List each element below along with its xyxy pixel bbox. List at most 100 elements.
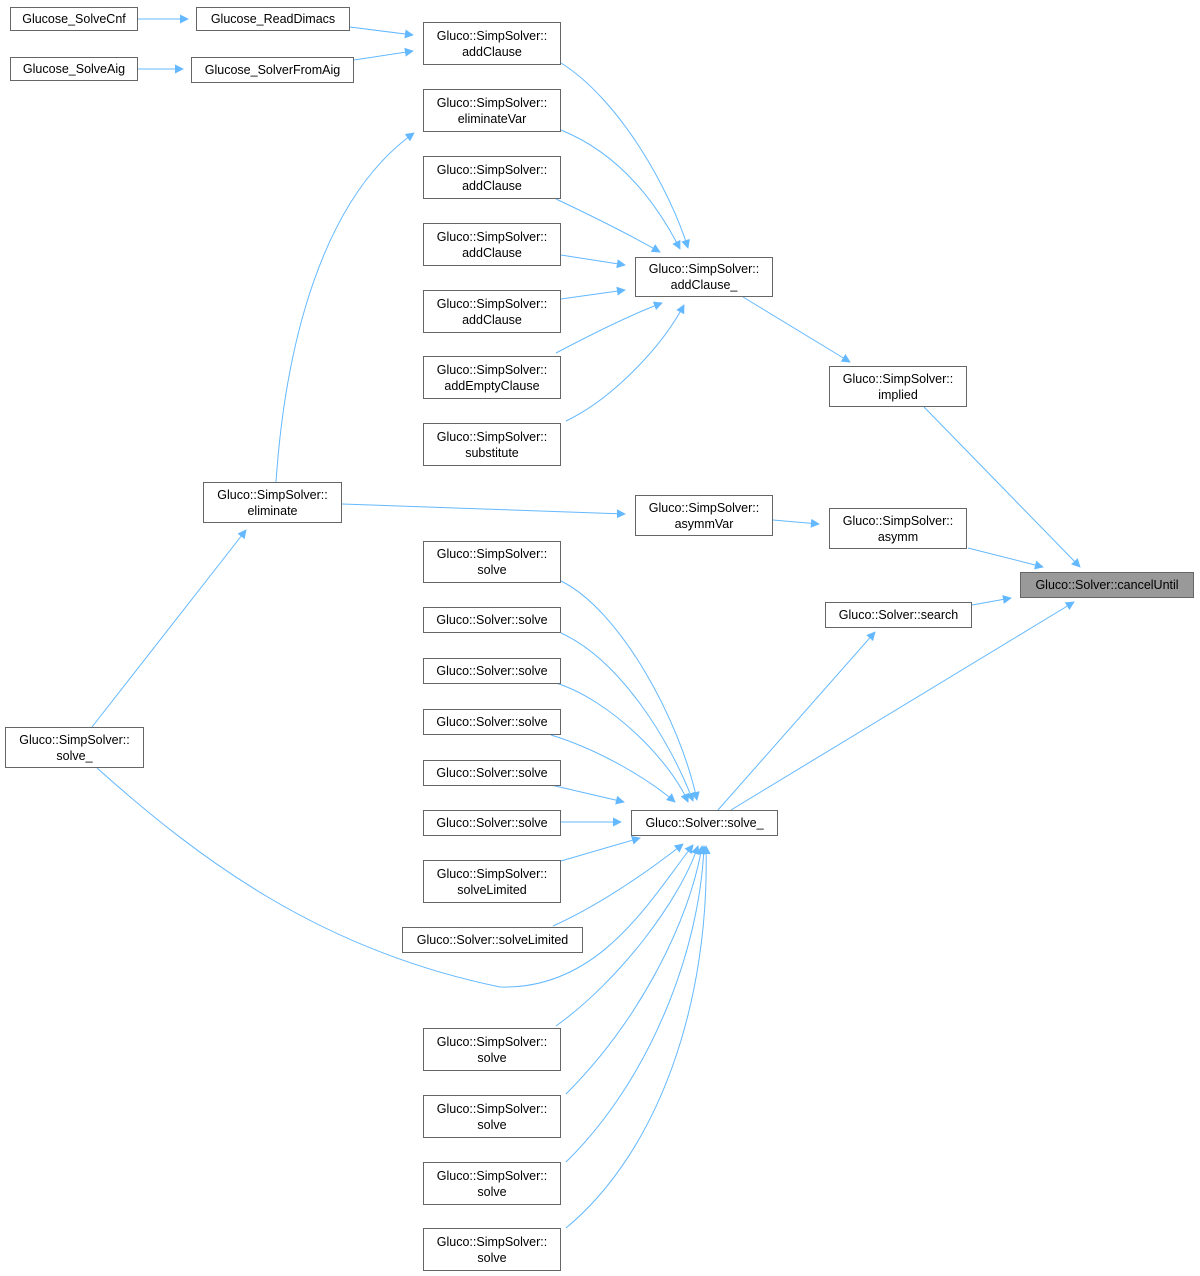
edge-addClause3-to-addClause_ — [560, 254, 626, 269]
node-label: Gluco::SimpSolver:: — [436, 95, 548, 110]
edge-solveLimited2-to-solve_ — [552, 843, 684, 927]
edge-solve_-to-search — [717, 631, 876, 811]
node-label: Gluco::SimpSolver:: — [436, 866, 548, 881]
node-solveCnf[interactable]: Glucose_SolveCnf — [10, 7, 138, 31]
node-asymmVar[interactable]: Gluco::SimpSolver::asymmVar — [635, 495, 773, 536]
node-label: asymmVar — [674, 516, 734, 531]
node-readDimacs[interactable]: Glucose_ReadDimacs — [196, 7, 350, 31]
edge-ssolve4-to-solve_ — [565, 845, 709, 1163]
node-label: Gluco::Solver::solve — [436, 715, 548, 729]
node-label: Gluco::SimpSolver:: — [648, 262, 760, 276]
node-label: solve — [477, 1184, 507, 1199]
node-label: Gluco::SimpSolver:: — [217, 487, 328, 502]
node-solveAig[interactable]: Glucose_SolveAig — [10, 57, 138, 81]
node-label: Glucose_SolverFromAig — [204, 63, 341, 77]
node-label: implied — [878, 387, 918, 402]
edge-asymm-to-cancelUntil — [967, 547, 1044, 570]
node-label: Gluco::SimpSolver:: — [842, 371, 954, 386]
edge-addClause2-to-addClause_ — [555, 198, 661, 253]
edge-eliminate-to-elimVar — [275, 132, 415, 483]
node-label: addClause — [462, 245, 522, 260]
node-label: Gluco::SimpSolver:: — [436, 547, 548, 561]
edge-solverFromAig-to-addClause1 — [353, 47, 414, 61]
node-label: Gluco::SimpSolver:: — [436, 1234, 548, 1249]
node-ssolve1[interactable]: Gluco::SimpSolver::solve — [423, 541, 561, 583]
node-addClause2[interactable]: Gluco::SimpSolver::addClause — [423, 156, 561, 199]
node-label: solve — [477, 1250, 507, 1265]
edge-implied-to-cancelUntil — [923, 406, 1081, 568]
node-ssolve5[interactable]: Gluco::SimpSolver::solve — [423, 1228, 561, 1271]
edge-ssolve1-to-solve_ — [560, 580, 700, 801]
edge-addClause4-to-addClause_ — [560, 286, 626, 300]
node-solveD[interactable]: Gluco::Solver::solve — [423, 760, 561, 786]
node-label: Gluco::Solver::solve — [436, 664, 548, 678]
node-implied[interactable]: Gluco::SimpSolver::implied — [829, 366, 967, 407]
node-label: substitute — [465, 445, 519, 460]
node-label: eliminate — [247, 503, 298, 518]
node-label: addClause — [462, 312, 522, 327]
node-solveE[interactable]: Gluco::Solver::solve — [423, 810, 561, 836]
node-addClause3[interactable]: Gluco::SimpSolver::addClause — [423, 223, 561, 266]
node-label: Gluco::Solver::cancelUntil — [1035, 578, 1179, 592]
node-simpSolve_[interactable]: Gluco::SimpSolver::solve_ — [5, 727, 144, 768]
node-ssolve3[interactable]: Gluco::SimpSolver::solve — [423, 1095, 561, 1138]
node-label: Gluco::Solver::solve — [436, 816, 548, 830]
node-search[interactable]: Gluco::Solver::search — [825, 602, 972, 628]
node-label: Glucose_SolveCnf — [22, 12, 126, 26]
node-label: Glucose_ReadDimacs — [210, 12, 336, 26]
node-substitute[interactable]: Gluco::SimpSolver::substitute — [423, 423, 561, 466]
edge-ssolve3-to-solve_ — [565, 845, 706, 1095]
node-addClause_[interactable]: Gluco::SimpSolver::addClause_ — [635, 257, 773, 297]
node-label: Gluco::SimpSolver:: — [436, 296, 548, 311]
node-ssolve4[interactable]: Gluco::SimpSolver::solve — [423, 1162, 561, 1205]
node-label: solveLimited — [457, 882, 527, 897]
node-label: addEmptyClause — [444, 378, 540, 393]
node-label: Gluco::SimpSolver:: — [436, 1168, 548, 1183]
node-label: Gluco::SimpSolver:: — [436, 429, 548, 444]
edge-addClause_-to-implied — [742, 296, 851, 363]
node-solveB[interactable]: Gluco::Solver::solve — [423, 658, 561, 684]
node-solveA[interactable]: Gluco::Solver::solve — [423, 607, 561, 633]
node-label: Gluco::SimpSolver:: — [19, 732, 130, 747]
node-addClause4[interactable]: Gluco::SimpSolver::addClause — [423, 290, 561, 333]
node-solveC[interactable]: Gluco::Solver::solve — [423, 709, 561, 735]
node-label: Gluco::Solver::solveLimited — [416, 933, 569, 947]
edge-simpSolve_-to-eliminate — [91, 529, 247, 728]
edge-ssolve5-to-solve_ — [565, 845, 711, 1229]
node-label: Gluco::SimpSolver:: — [436, 28, 548, 43]
node-label: Gluco::Solver::search — [838, 608, 959, 622]
node-label: solve_ — [56, 748, 93, 763]
node-solveLimited1[interactable]: Gluco::SimpSolver::solveLimited — [423, 860, 561, 903]
node-label: Gluco::Solver::solve — [436, 766, 548, 780]
node-label: Gluco::SimpSolver:: — [842, 513, 954, 528]
node-label: solve — [477, 563, 507, 577]
node-label: eliminateVar — [457, 111, 527, 126]
node-label: solve — [477, 1117, 507, 1132]
edge-solveB-to-solve_ — [555, 682, 689, 803]
edge-asymmVar-to-asymm — [772, 518, 820, 528]
node-label: solve — [477, 1050, 507, 1065]
node-cancelUntil: Gluco::Solver::cancelUntil — [1020, 572, 1194, 598]
node-solve_[interactable]: Gluco::Solver::solve_ — [631, 810, 778, 836]
node-label: Gluco::SimpSolver:: — [436, 1034, 548, 1049]
node-solveLimited2[interactable]: Gluco::Solver::solveLimited — [402, 927, 583, 953]
edge-solveLimited1-to-solve_ — [560, 835, 641, 862]
node-addEmptyClause[interactable]: Gluco::SimpSolver::addEmptyClause — [423, 356, 561, 399]
node-asymm[interactable]: Gluco::SimpSolver::asymm — [829, 508, 967, 549]
edge-solveA-to-solve_ — [560, 632, 695, 802]
edge-search-to-cancelUntil — [971, 595, 1012, 606]
edge-readDimacs-to-addClause1 — [349, 26, 414, 39]
node-label: Glucose_SolveAig — [22, 62, 126, 76]
node-ssolve2[interactable]: Gluco::SimpSolver::solve — [423, 1028, 561, 1071]
node-eliminate[interactable]: Gluco::SimpSolver::eliminate — [203, 482, 342, 523]
edge-simpSolve_-to-solve_ — [96, 767, 694, 988]
node-label: Gluco::SimpSolver:: — [436, 362, 548, 377]
node-elimVar[interactable]: Gluco::SimpSolver::eliminateVar — [423, 89, 561, 132]
node-label: Gluco::SimpSolver:: — [436, 1101, 548, 1116]
edge-addClause1-to-addClause_ — [560, 62, 690, 249]
node-addClause1[interactable]: Gluco::SimpSolver::addClause — [423, 22, 561, 65]
edge-solveC-to-solve_ — [550, 734, 676, 803]
node-label: Gluco::SimpSolver:: — [436, 229, 548, 244]
node-solverFromAig[interactable]: Glucose_SolverFromAig — [191, 57, 354, 83]
